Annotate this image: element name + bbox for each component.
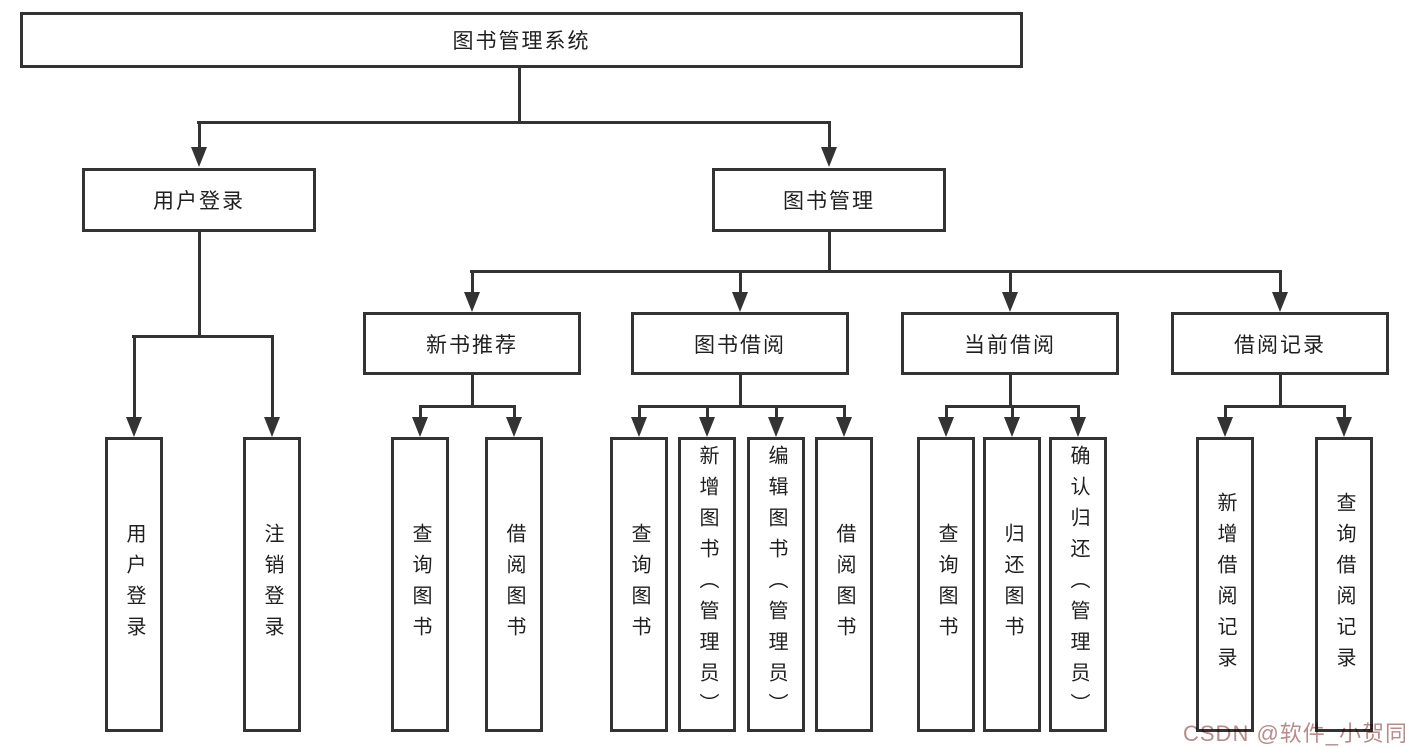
- arrow-down-icon: [631, 417, 647, 437]
- connector-line: [705, 405, 709, 417]
- arrow-down-icon: [1070, 417, 1086, 437]
- leaf-return-books: 归还图书: [983, 437, 1041, 732]
- node-library-system: 图书管理系统: [20, 12, 1023, 68]
- arrow-down-icon: [821, 147, 837, 167]
- connector-line: [827, 232, 831, 270]
- connector-line: [1223, 405, 1346, 408]
- arrow-down-icon: [938, 417, 954, 437]
- connector-line: [827, 121, 831, 147]
- connector-line: [1008, 270, 1012, 292]
- leaf-label: 查询图书: [409, 522, 431, 647]
- connector-line: [470, 375, 474, 405]
- connector-line: [1278, 375, 1282, 405]
- arrow-down-icon: [412, 417, 428, 437]
- leaf-label: 新增借阅记录: [1214, 491, 1236, 678]
- connector-line: [1278, 270, 1282, 292]
- leaf-edit-book-admin: 编辑图书（管理员）: [747, 437, 805, 732]
- connector-line: [418, 405, 422, 417]
- connector-line: [197, 121, 201, 147]
- node-label: 图书管理系统: [452, 30, 591, 53]
- connector-line: [1342, 405, 1346, 417]
- leaf-borrow-books: 借阅图书: [815, 437, 873, 732]
- arrow-down-icon: [1004, 417, 1020, 437]
- arrow-down-icon: [191, 147, 207, 167]
- leaf-label: 借阅图书: [833, 522, 855, 647]
- connector-line: [738, 375, 742, 405]
- node-label: 图书借阅: [694, 333, 786, 357]
- csdn-watermark: CSDN @软件_小贺同学: [1183, 721, 1405, 746]
- connector-line: [637, 405, 641, 417]
- arrow-down-icon: [506, 417, 522, 437]
- arrow-down-icon: [768, 417, 784, 437]
- connector-line: [470, 270, 474, 292]
- connector-line: [774, 405, 778, 417]
- connector-line: [270, 335, 274, 417]
- arrow-down-icon: [732, 292, 748, 312]
- leaf-query-books-borrowing: 查询图书: [610, 437, 668, 732]
- connector-line: [418, 405, 516, 408]
- leaf-label: 确认归还（管理员）: [1067, 445, 1089, 724]
- node-label: 图书管理: [783, 190, 875, 213]
- node-label: 新书推荐: [426, 333, 518, 357]
- connector-line: [518, 68, 521, 121]
- leaf-add-book-admin: 新增图书（管理员）: [678, 437, 736, 732]
- node-book-management: 图书管理: [712, 168, 946, 232]
- connector-line: [1076, 405, 1080, 417]
- connector-line: [738, 270, 742, 292]
- node-borrowing-records: 借阅记录: [1171, 312, 1389, 375]
- leaf-label: 新增图书（管理员）: [696, 445, 718, 724]
- arrow-down-icon: [699, 417, 715, 437]
- leaf-query-books-recommend: 查询图书: [391, 437, 449, 732]
- leaf-label: 归还图书: [1001, 522, 1023, 647]
- node-label: 借阅记录: [1234, 333, 1326, 357]
- connector-line: [944, 405, 948, 417]
- connector-line: [1223, 405, 1227, 417]
- node-user-login: 用户登录: [82, 168, 316, 232]
- node-label: 当前借阅: [964, 333, 1056, 357]
- leaf-query-borrow-record: 查询借阅记录: [1315, 437, 1373, 732]
- arrow-down-icon: [1002, 292, 1018, 312]
- leaf-label: 查询图书: [935, 522, 957, 647]
- connector-line: [132, 335, 272, 338]
- connector-line: [1010, 405, 1014, 417]
- connector-line: [197, 232, 201, 335]
- connector-line: [197, 121, 831, 124]
- leaf-label: 用户登录: [123, 522, 145, 647]
- connector-line: [132, 335, 136, 417]
- arrow-down-icon: [1336, 417, 1352, 437]
- connector-line: [512, 405, 516, 417]
- leaf-label: 编辑图书（管理员）: [765, 445, 787, 724]
- leaf-user-login: 用户登录: [105, 437, 163, 732]
- leaf-label: 借阅图书: [503, 522, 525, 647]
- arrow-down-icon: [1272, 292, 1288, 312]
- leaf-confirm-return-admin: 确认归还（管理员）: [1049, 437, 1107, 732]
- connector-line: [1008, 375, 1012, 405]
- arrow-down-icon: [126, 417, 142, 437]
- leaf-borrow-books-recommend: 借阅图书: [485, 437, 543, 732]
- leaf-label: 查询借阅记录: [1333, 491, 1355, 678]
- leaf-logout: 注销登录: [243, 437, 301, 732]
- leaf-query-books-current: 查询图书: [917, 437, 975, 732]
- node-current-borrowing: 当前借阅: [901, 312, 1119, 375]
- node-book-borrowing: 图书借阅: [631, 312, 849, 375]
- arrow-down-icon: [264, 417, 280, 437]
- connector-line: [842, 405, 846, 417]
- connector-line: [470, 270, 1282, 273]
- connector-line: [637, 405, 846, 408]
- arrow-down-icon: [1217, 417, 1233, 437]
- node-label: 用户登录: [153, 190, 245, 213]
- arrow-down-icon: [836, 417, 852, 437]
- leaf-label: 注销登录: [261, 522, 283, 647]
- leaf-add-borrow-record: 新增借阅记录: [1196, 437, 1254, 732]
- leaf-label: 查询图书: [628, 522, 650, 647]
- node-new-book-recommendation: 新书推荐: [363, 312, 581, 375]
- arrow-down-icon: [464, 292, 480, 312]
